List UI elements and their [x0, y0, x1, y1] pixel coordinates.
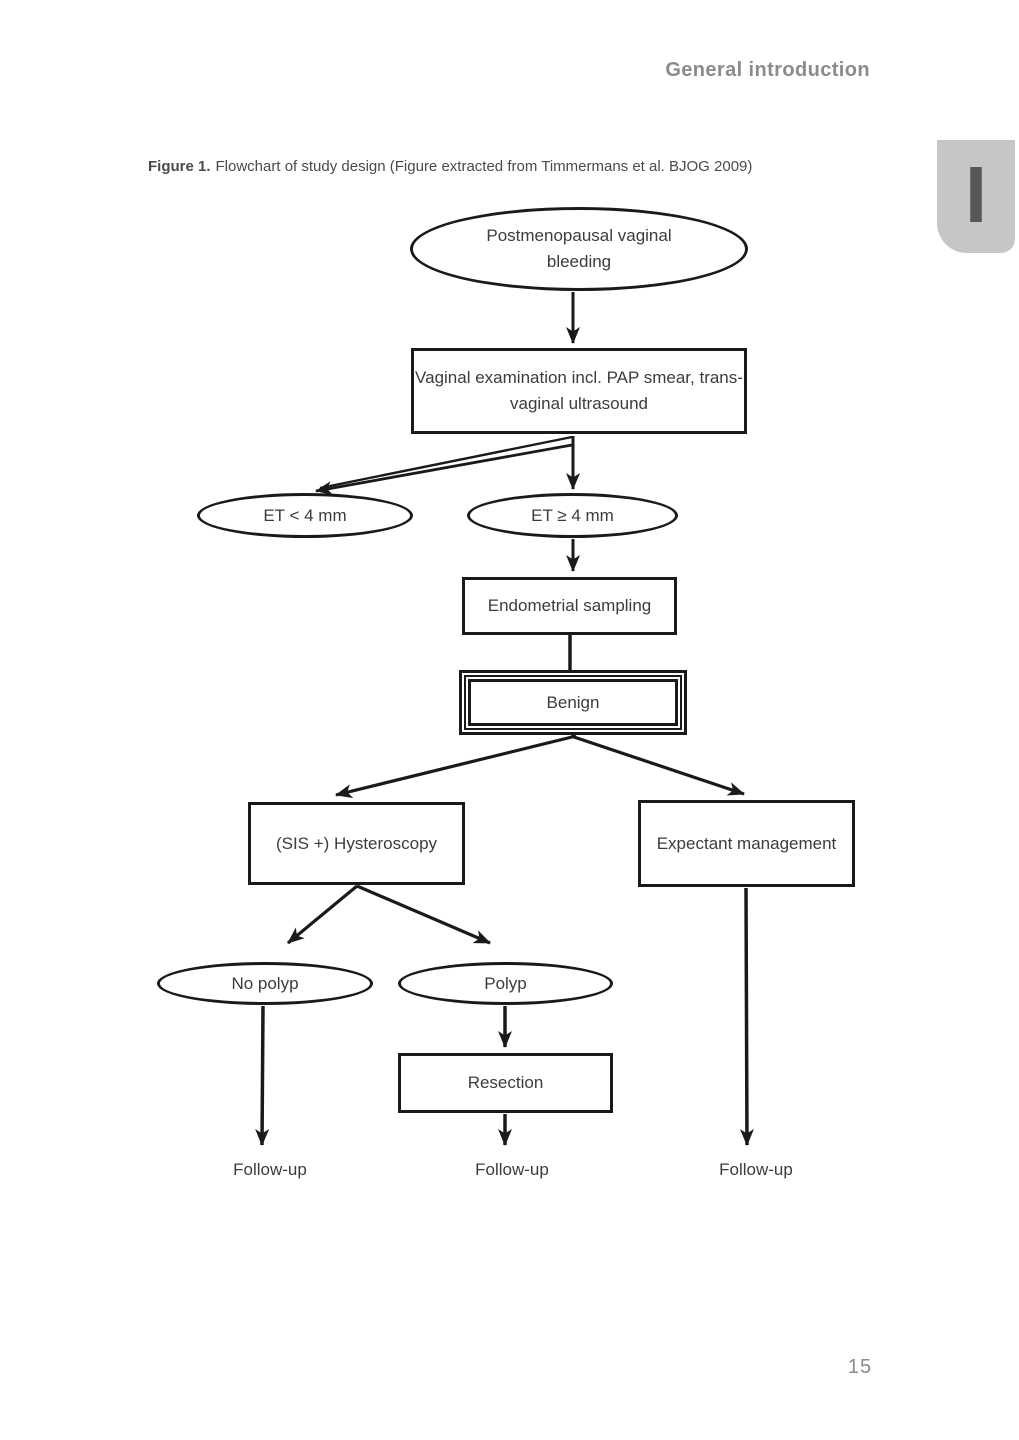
node-expectant-label: Expectant management: [656, 833, 837, 853]
node-endometrial-sampling-label: Endometrial sampling: [487, 596, 652, 615]
node-vaginal-examination: Vaginal examination incl. PAP smear, tra…: [411, 348, 747, 434]
edge-exam-to-etless-upper: [319, 435, 573, 490]
node-postmenopausal-line2: bleeding: [546, 252, 612, 271]
edge-exam-to-etless: [315, 443, 573, 496]
node-polyp: Polyp: [398, 962, 613, 1005]
label-follow-up-right: Follow-up: [719, 1160, 793, 1179]
edge-benign-to-expectant: [570, 734, 745, 796]
node-hysteroscopy-label: (SIS +) Hysteroscopy: [275, 833, 438, 853]
node-et-geq-4mm: ET ≥ 4 mm: [467, 493, 678, 538]
node-hysteroscopy: (SIS +) Hysteroscopy: [248, 802, 465, 885]
node-postmenopausal-line1: Postmenopausal vaginal: [486, 226, 672, 245]
edge-hysteroscopy-to-polyp: [356, 884, 491, 945]
node-endometrial-sampling: Endometrial sampling: [462, 577, 677, 635]
node-postmenopausal-bleeding: Postmenopausal vaginal bleeding: [410, 207, 748, 291]
figure-caption-label: Figure 1.: [148, 158, 211, 175]
node-no-polyp: No polyp: [157, 962, 373, 1005]
chapter-side-tab: I: [937, 140, 1015, 253]
figure-caption: Figure 1.Flowchart of study design (Figu…: [148, 158, 848, 175]
page-number: 15: [847, 1356, 873, 1378]
label-follow-up-center: Follow-up: [475, 1160, 549, 1179]
chapter-number-label: I: [964, 149, 988, 239]
edge-nopolyp-to-followup: [255, 1005, 270, 1146]
node-vaginal-exam-line2: vaginal ultrasound: [510, 394, 648, 413]
node-benign-label: Benign: [546, 692, 600, 712]
label-follow-up-left: Follow-up: [233, 1160, 307, 1179]
node-expectant-management: Expectant management: [638, 800, 855, 887]
node-benign-middle-border: Benign: [464, 675, 682, 730]
node-benign: Benign: [459, 670, 687, 735]
edge-expectant-to-followup: [739, 887, 754, 1146]
node-resection: Resection: [398, 1053, 613, 1113]
edge-hysteroscopy-to-nopolyp: [286, 884, 359, 945]
node-polyp-label: Polyp: [484, 973, 527, 993]
node-et-geq-label: ET ≥ 4 mm: [531, 505, 614, 525]
edge-benign-to-hysteroscopy: [335, 734, 577, 798]
node-no-polyp-label: No polyp: [231, 973, 299, 993]
node-et-less-4mm: ET < 4 mm: [197, 493, 413, 538]
chapter-header: General introduction: [665, 59, 870, 81]
node-vaginal-exam-line1: Vaginal examination incl. PAP smear, tra…: [415, 368, 743, 387]
figure-caption-text: Flowchart of study design (Figure extrac…: [215, 158, 753, 175]
node-resection-label: Resection: [467, 1073, 544, 1092]
node-et-less-label: ET < 4 mm: [263, 505, 347, 525]
node-benign-inner: Benign: [468, 679, 678, 726]
